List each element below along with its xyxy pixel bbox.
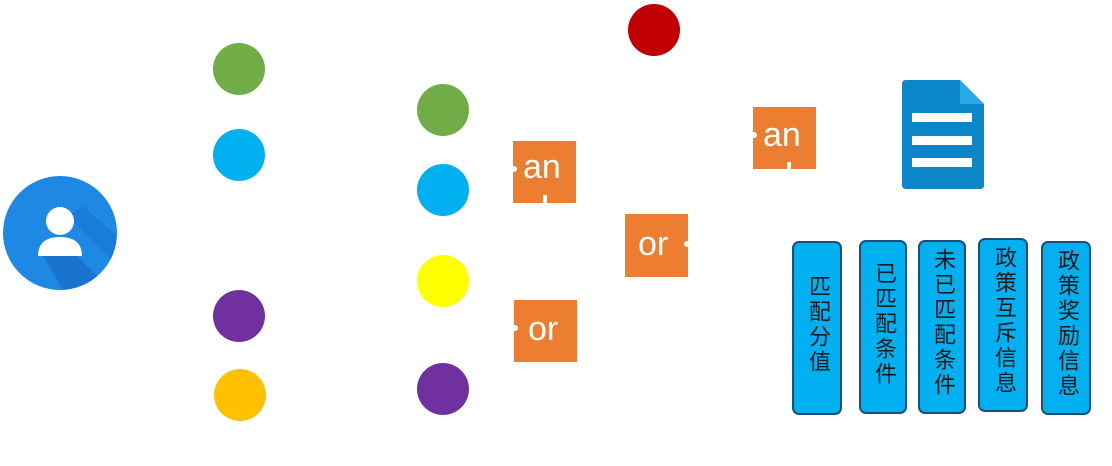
and-gate-label: an [763,116,801,154]
condition-dot-blue [417,164,469,216]
or-gate-label: or [528,310,559,348]
unmatched-conditions-box: 未已匹配条件 [918,240,966,414]
and-gate: an [513,141,576,203]
condition-dot-yellow [417,255,469,307]
condition-dot-green [417,84,469,136]
reward-info-box: 政策奖励信息 [1041,241,1091,415]
unmatched-conditions-label: 未已匹配条件 [930,248,955,398]
matched-conditions-box: 已匹配条件 [859,240,907,414]
or-gate: or [514,300,577,362]
reward-info-label: 政策奖励信息 [1054,249,1079,399]
condition-dot-orange [214,369,266,421]
and-gate: an [753,107,816,169]
matched-conditions-label: 已匹配条件 [871,262,896,387]
user-avatar-icon [3,176,117,290]
condition-dot-purple [417,363,469,415]
document-icon [902,80,984,189]
or-gate-label: or [638,225,669,263]
result-dot-red [628,4,680,56]
match-score-label: 匹配分值 [805,275,830,375]
exclusive-info-label: 政策互斥信息 [991,246,1016,396]
condition-dot-green [213,43,265,95]
or-gate: or [625,214,688,277]
condition-dot-blue [213,129,265,181]
and-gate-label: an [523,148,561,186]
condition-dot-purple [213,290,265,342]
match-score-box: 匹配分值 [792,241,842,415]
exclusive-info-box: 政策互斥信息 [978,238,1028,412]
